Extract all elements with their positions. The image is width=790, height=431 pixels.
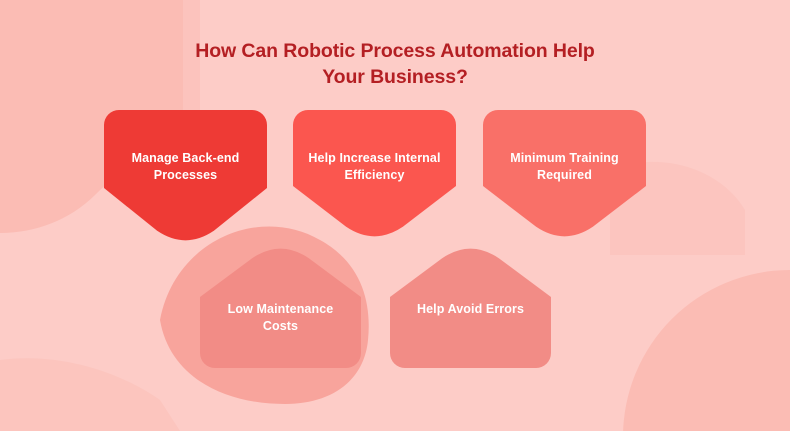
page-title: How Can Robotic Process Automation Help … (0, 38, 790, 90)
pentagon-down-path-2 (293, 110, 456, 237)
benefit-label-5: Help Avoid Errors (416, 302, 525, 316)
pentagon-up-path-5 (390, 248, 551, 368)
benefit-card-help-avoid-errors[interactable]: Help Avoid Errors (390, 239, 551, 368)
benefit-label-2: Help Increase Internal Efficiency (308, 151, 441, 182)
benefit-card-manage-back-end-processes[interactable]: Manage Back-end Processes (104, 110, 267, 250)
benefit-card-low-maintenance-costs[interactable]: Low Maintenance Costs (200, 239, 361, 368)
pentagon-down-shape-3 (483, 110, 646, 237)
page-title-line-2: Your Business? (322, 66, 468, 89)
bottom-right-circle-shape (623, 270, 790, 431)
benefit-label-3: Minimum Training Required (510, 151, 619, 182)
page-title-line-1: How Can Robotic Process Automation Help (195, 40, 595, 62)
pentagon-down-path-3 (483, 110, 646, 237)
pentagon-up-shape-5 (390, 248, 551, 368)
benefit-label-1: Manage Back-end Processes (131, 151, 240, 182)
benefit-label-4: Low Maintenance Costs (227, 302, 334, 333)
benefit-card-help-increase-internal-efficiency[interactable]: Help Increase Internal Efficiency (293, 110, 456, 246)
pentagon-down-shape-2 (293, 110, 456, 237)
lower-left-arc-shape (0, 358, 180, 431)
benefit-card-minimum-training-required[interactable]: Minimum Training Required (483, 110, 646, 246)
